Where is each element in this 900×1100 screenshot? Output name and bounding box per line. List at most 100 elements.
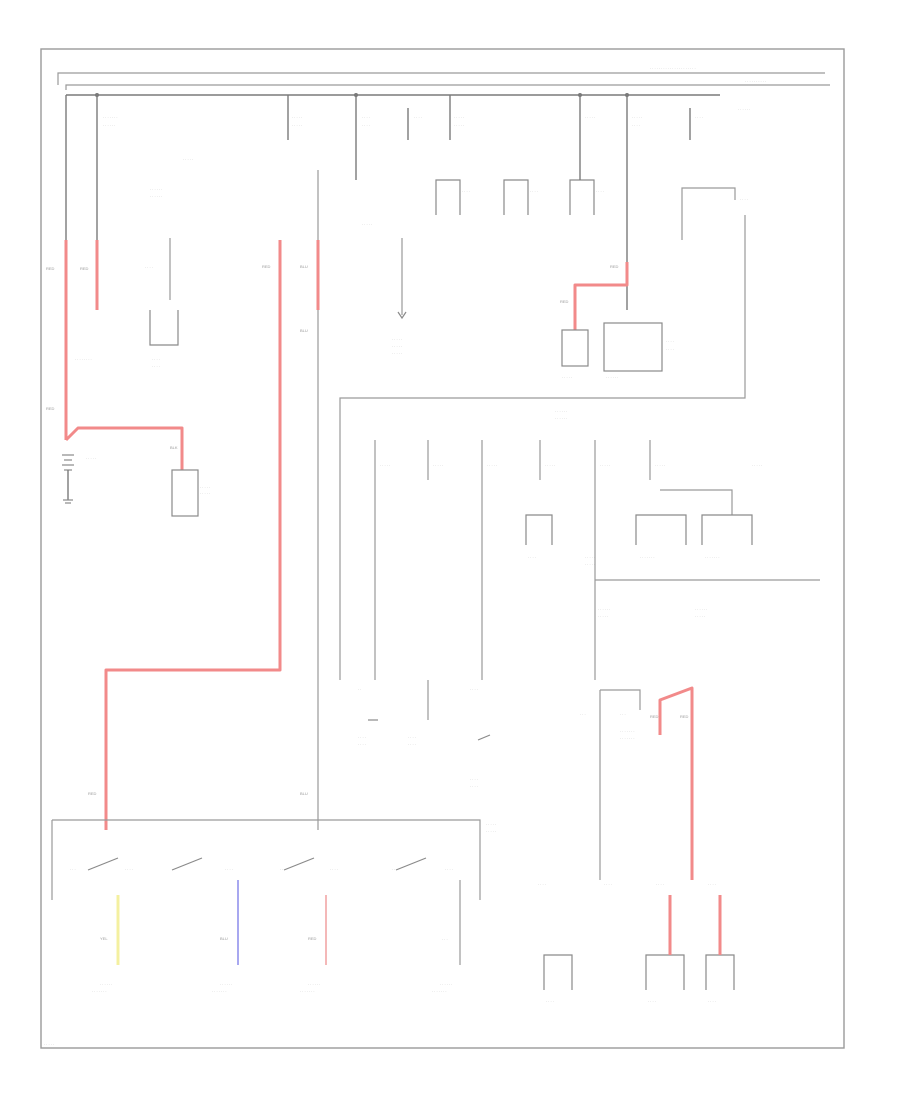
svg-text:. . . . . .: . . . . . . [606, 374, 618, 379]
svg-text:RED: RED [262, 264, 271, 269]
battery-feed: RED RED BLK [46, 95, 184, 470]
svg-text:. . . .: . . . . [530, 188, 538, 193]
svg-text:. . . .: . . . . [145, 264, 153, 269]
svg-text:. . . . .: . . . . . [486, 821, 496, 826]
svg-text:YEL: YEL [100, 936, 108, 941]
svg-text:. . . . .: . . . . . [487, 462, 497, 467]
svg-text:BLU: BLU [300, 328, 308, 333]
svg-text:. . . . .: . . . . . [200, 484, 210, 489]
svg-text:. . . . .: . . . . . [454, 114, 464, 119]
svg-text:. . . . .: . . . . . [695, 613, 705, 618]
svg-text:BLU: BLU [300, 264, 308, 269]
right-fuse-group: . . . . . . . . . . . . . . . . . . . . … [339, 95, 750, 680]
svg-text:. . . . . .: . . . . . . [308, 981, 320, 986]
svg-text:. . . .: . . . . [152, 356, 160, 361]
svg-text:. .: . . [358, 686, 361, 691]
svg-text:. . . . . . . . . . . . . . .: . . . . . . . . . . . . . . . . . . . . … [650, 65, 696, 70]
svg-text:. . . . . . . . . .: . . . . . . . . . . [745, 78, 766, 83]
dash-relay-row: . . . . . . . . . . . . . . . . . . . . … [525, 489, 820, 581]
lower-connectors: . . . . . . . . . . . . . . . . . . . . … [358, 680, 491, 788]
svg-text:RED: RED [80, 266, 89, 271]
svg-text:. . . .: . . . . [358, 734, 366, 739]
svg-text:. . . . . .: . . . . . . [598, 606, 610, 611]
svg-text:RED: RED [610, 264, 619, 269]
svg-text:. . . . .: . . . . . [585, 561, 595, 566]
svg-text:. . . . . . .: . . . . . . . [640, 554, 654, 559]
svg-text:. . . .: . . . . [708, 998, 716, 1003]
starter-cut-relay-branch: . . . . . . . . . . . . . . . . . . . . … [145, 156, 193, 368]
svg-text:. . . .: . . . . [462, 188, 470, 193]
ignition-feed: . . . . . . . . . . RED RED [88, 95, 302, 830]
svg-text:. . . .: . . . . [708, 881, 716, 886]
underhood-fuse-group: . . . . . . . . . . . . . . . . . . . . … [355, 95, 464, 355]
battery-icon: . . . . . [62, 454, 96, 504]
svg-text:. . . .: . . . . [596, 188, 604, 193]
svg-text:. . . . .: . . . . . [392, 336, 402, 341]
svg-text:RED: RED [46, 406, 55, 411]
svg-text:. . . . .: . . . . . [752, 462, 762, 467]
svg-text:. . . . . . .: . . . . . . . [300, 988, 314, 993]
diagram-frame [40, 48, 845, 1049]
generator-label: . . . . . . . . [75, 356, 92, 361]
ignition-switch: . . . . . . . . . . . . . . . . . . . . … [51, 819, 496, 900]
svg-text:. . . . .: . . . . . [392, 343, 402, 348]
svg-text:. . . . .: . . . . . [392, 350, 402, 355]
svg-text:RED: RED [46, 266, 55, 271]
svg-text:. . .: . . . [442, 936, 448, 941]
svg-text:. . . .: . . . . [666, 346, 674, 351]
relay-row: . . . . . . . . . . . . [435, 179, 604, 215]
svg-text:. . . . .: . . . . . [292, 122, 302, 127]
svg-text:BLK: BLK [170, 445, 178, 450]
srs-unit-icon [561, 329, 589, 367]
svg-text:. . . . . .: . . . . . . [103, 122, 115, 127]
svg-text:. . . . . .: . . . . . . [100, 981, 112, 986]
svg-text:. . . .: . . . . [470, 686, 478, 691]
lower-right-relays: . . . . . . . . . . . . . . . . . . . . … [538, 881, 735, 1003]
svg-text:. . . .: . . . . [666, 338, 674, 343]
svg-text:. . . .: . . . . [648, 998, 656, 1003]
svg-text:. . . .: . . . . [470, 776, 478, 781]
svg-text:. . . . .: . . . . . [486, 828, 496, 833]
svg-text:. . . .: . . . . [330, 866, 338, 871]
svg-text:. . . . . . .: . . . . . . . [432, 988, 446, 993]
svg-text:. . .: . . . [70, 866, 76, 871]
svg-text:. . . .: . . . . [362, 114, 370, 119]
svg-text:. . . .: . . . . [408, 741, 416, 746]
svg-text:. . . . . . .: . . . . . . . [92, 988, 106, 993]
svg-text:. . . . . .: . . . . . . [440, 981, 452, 986]
svg-text:. . . . . .: . . . . . . [555, 408, 567, 413]
svg-text:RED: RED [308, 936, 317, 941]
svg-text:. . . . . .: . . . . . . [150, 186, 162, 191]
svg-text:. . . .: . . . . [414, 114, 422, 119]
starter-icon: . . . . . . . . . . [171, 469, 210, 517]
svg-text:. . . .: . . . . [632, 122, 640, 127]
footer-mark: . . . . . [44, 1041, 54, 1046]
svg-text:. . . . .: . . . . . [545, 462, 555, 467]
svg-text:. . . . . .: . . . . . . [555, 415, 567, 420]
svg-text:. . . .: . . . . [695, 114, 703, 119]
svg-text:RED: RED [88, 791, 97, 796]
svg-text:. . . .: . . . . [362, 122, 370, 127]
svg-text:. . . .: . . . . [125, 866, 133, 871]
svg-text:. . . . .: . . . . . [562, 374, 572, 379]
svg-text:. . . . . . .: . . . . . . . [620, 735, 634, 740]
svg-text:. . . . .: . . . . . [632, 114, 642, 119]
ignition-outputs: YEL BLU RED . . . . . . . . . . . . . . … [92, 880, 461, 993]
svg-text:BLU: BLU [220, 936, 228, 941]
svg-text:. . . . .: . . . . . [292, 114, 302, 119]
svg-text:. . . . . . .: . . . . . . . [620, 728, 634, 733]
main-bus [66, 93, 720, 97]
svg-text:. . . .: . . . . [358, 741, 366, 746]
svg-text:. . . .: . . . . [470, 783, 478, 788]
dash-fuse-group: . . . . . . . . . . . . . . . . . . . . … [374, 408, 762, 680]
svg-text:. . . .: . . . . [538, 881, 546, 886]
svg-text:. . .: . . . [280, 866, 286, 871]
svg-text:. . . .: . . . . [225, 866, 233, 871]
lower-right-fuses: . . . . . . . . . . . . . . . . . . . . … [580, 606, 707, 880]
svg-text:. . . . .: . . . . . [183, 156, 193, 161]
svg-text:. . .: . . . [620, 711, 626, 716]
svg-text:. . . . .: . . . . . [200, 490, 210, 495]
svg-text:BLU: BLU [300, 791, 308, 796]
svg-text:. . . .: . . . . [546, 998, 554, 1003]
